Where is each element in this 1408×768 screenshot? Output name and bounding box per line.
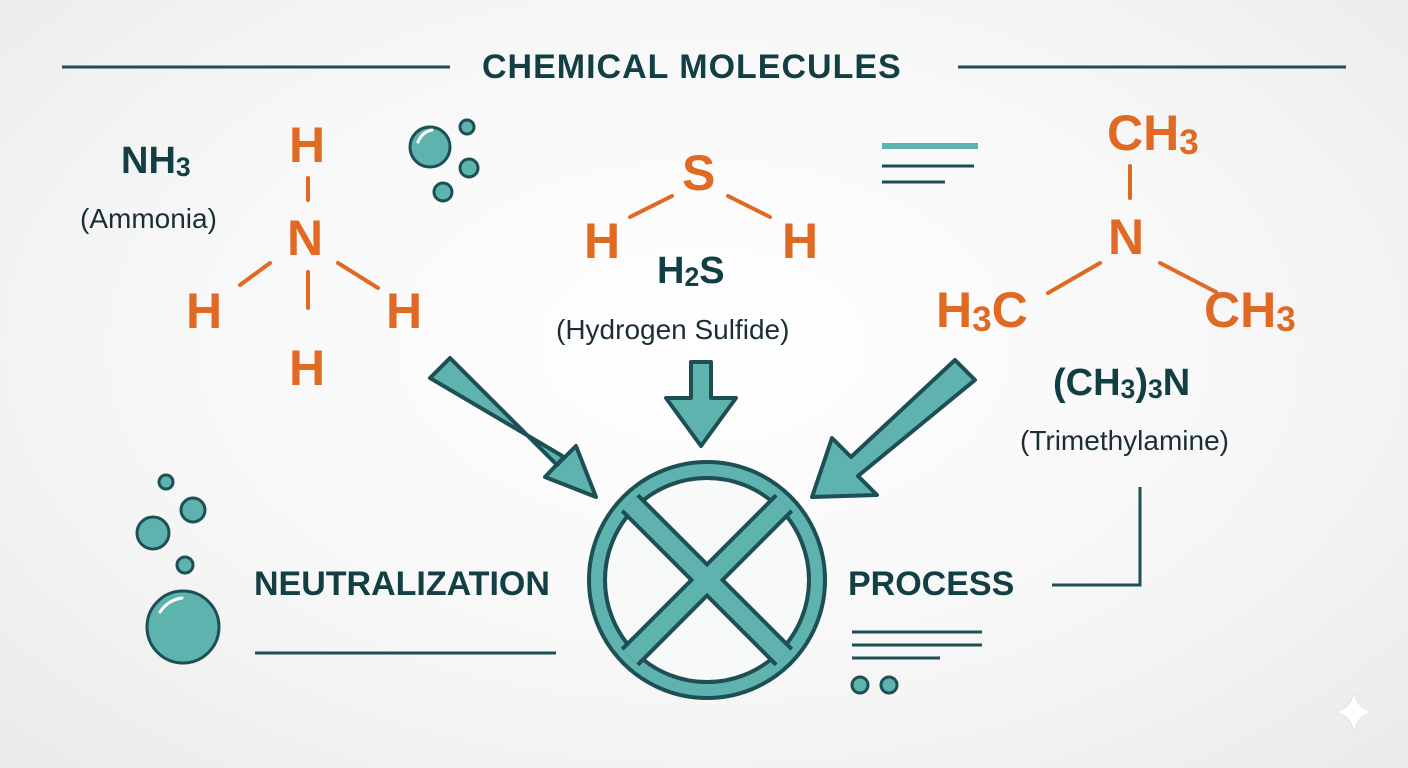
h2s-formula-pre: H [657,250,685,292]
ammonia-atom-n: N [287,210,324,266]
ammonia-bonds [238,176,380,310]
tma-name: (Trimethylamine) [1020,425,1229,456]
bubble-highlights [158,128,434,614]
sparkle-icon [1333,691,1375,733]
neutralization-symbol-icon [587,460,827,700]
neutralization-label: NEUTRALIZATION [254,565,550,603]
ammonia-formula-sub: 3 [175,152,191,183]
ammonia-name: (Ammonia) [80,203,217,234]
ammonia-atom-h-top: H [289,117,326,173]
page-title: CHEMICAL MOLECULES [482,48,902,86]
ammonia-atom-h-right: H [386,283,423,339]
ammonia-atom-h-left: H [186,283,223,339]
arrow-left-icon [428,356,598,499]
h2s-formula-post: S [699,250,725,292]
tma-atom-ch3-right: CH3 [1204,285,1296,337]
down-arrow-icon [664,360,738,448]
tma-formula-open: (CH [1053,362,1121,404]
tma-right-text: CH [1204,282,1277,338]
h2s-bonds [628,194,772,219]
h2s-formula-sub: 2 [684,262,700,293]
tma-top-sub: 3 [1179,123,1199,163]
dots-icon [850,675,899,695]
tma-formula-mid: ) [1135,362,1148,404]
stripes-top [882,143,978,184]
arrow-right-icon [810,358,977,499]
tma-top-text: CH [1107,105,1180,161]
tma-atom-h3c-left: H3C [936,285,1028,337]
stripes-bottom [852,630,982,660]
h2s-atom-h-right: H [782,213,819,269]
tma-bonds [1046,164,1218,295]
ammonia-atom-h-bottom: H [289,340,326,396]
tma-left-sub: 3 [972,300,992,340]
tma-formula-end: N [1162,362,1191,404]
process-label: PROCESS [848,565,1015,603]
bubbles-icon [135,473,221,665]
process-connector [1052,487,1142,587]
bubbles-icon [408,118,480,203]
h2s-formula: H2S [657,250,725,293]
h2s-atom-h-left: H [584,213,621,269]
ammonia-formula-main: NH [121,140,176,182]
tma-left-post: C [991,282,1028,338]
h2s-atom-s: S [682,145,716,201]
tma-formula: (CH3)3N [1053,362,1190,405]
tma-formula-sub2: 3 [1148,374,1163,405]
tma-left-pre: H [936,282,973,338]
h2s-name: (Hydrogen Sulfide) [556,314,790,345]
tma-right-sub: 3 [1276,300,1296,340]
tma-atom-ch3-top: CH3 [1107,108,1199,160]
tma-atom-n: N [1108,209,1145,265]
tma-formula-sub1: 3 [1120,374,1136,405]
ammonia-formula: NH3 [121,140,191,183]
